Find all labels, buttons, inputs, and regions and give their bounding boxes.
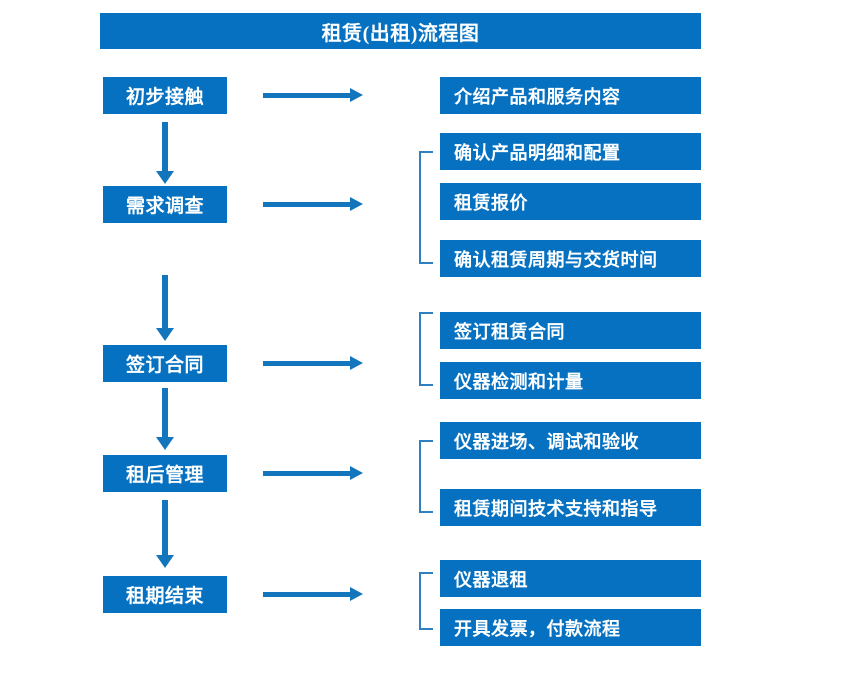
horizontal-arrow-icon-5 [263, 587, 363, 601]
detail-box-instrument-delivery[interactable]: 仪器进场、调试和验收 [440, 422, 701, 459]
horizontal-arrow-icon-4 [263, 466, 363, 480]
horizontal-arrow-icon-1 [263, 88, 363, 102]
detail-box-sign-rental-contract[interactable]: 签订租赁合同 [440, 312, 701, 349]
detail-box-technical-support[interactable]: 租赁期间技术支持和指导 [440, 489, 701, 526]
vertical-arrow-icon-4 [156, 500, 174, 568]
detail-box-instrument-inspection[interactable]: 仪器检测和计量 [440, 362, 701, 399]
stage-box-initial-contact[interactable]: 初步接触 [103, 77, 227, 114]
group-bracket-rental-end [419, 572, 433, 630]
stage-box-requirement-survey[interactable]: 需求调查 [103, 186, 227, 223]
vertical-arrow-icon-3 [156, 388, 174, 450]
stage-box-sign-contract[interactable]: 签订合同 [103, 345, 227, 382]
stage-box-rental-end[interactable]: 租期结束 [103, 576, 227, 613]
horizontal-arrow-icon-3 [263, 356, 363, 370]
horizontal-arrow-icon-2 [263, 197, 363, 211]
vertical-arrow-icon-1 [156, 122, 174, 184]
diagram-title: 租赁(出租)流程图 [100, 13, 701, 49]
group-bracket-post-rental [419, 440, 433, 513]
detail-box-confirm-product-details[interactable]: 确认产品明细和配置 [440, 133, 701, 170]
group-bracket-sign-contract [419, 312, 433, 386]
detail-box-instrument-return[interactable]: 仪器退租 [440, 560, 701, 597]
group-bracket-requirement-survey [419, 151, 433, 264]
stage-box-post-rental-management[interactable]: 租后管理 [103, 455, 227, 492]
vertical-arrow-icon-2 [156, 275, 174, 341]
detail-box-confirm-rental-period[interactable]: 确认租赁周期与交货时间 [440, 240, 701, 277]
detail-box-rental-quotation[interactable]: 租赁报价 [440, 183, 701, 220]
detail-box-invoice-payment[interactable]: 开具发票，付款流程 [440, 609, 701, 646]
detail-box-introduce-products[interactable]: 介绍产品和服务内容 [440, 77, 701, 114]
